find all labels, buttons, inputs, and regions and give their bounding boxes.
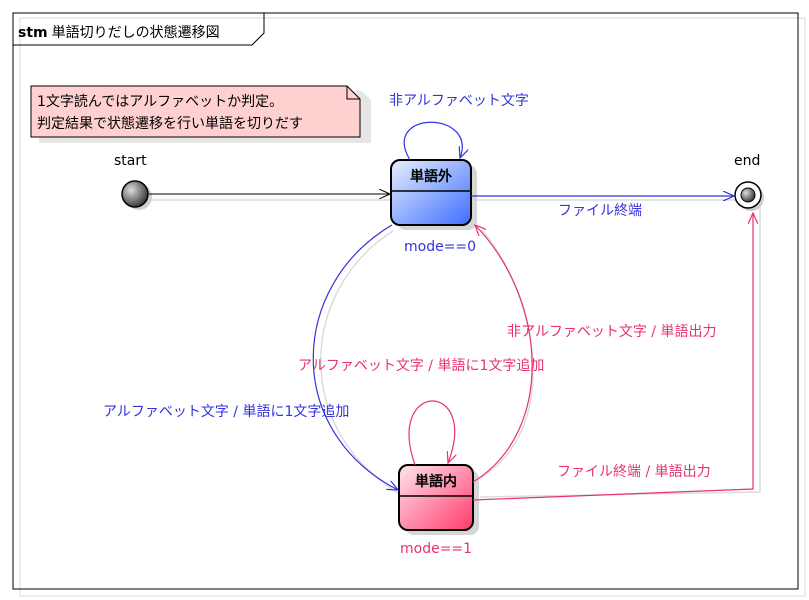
arrow-out-to-in (312, 224, 398, 490)
state-in-name: 単語内 (415, 474, 457, 490)
label-in-to-end: ファイル終端 / 単語出力 (557, 464, 711, 480)
state-out-name: 単語外 (410, 169, 452, 185)
note-line-2: 判定結果で状態遷移を行い単語を切りだす (37, 116, 303, 132)
frame-title-tab (13, 13, 265, 46)
state-out-guard: mode==0 (404, 239, 477, 255)
state-in-guard: mode==1 (400, 541, 473, 557)
frame-keyword: stm (18, 25, 48, 41)
note-fold (346, 86, 360, 100)
start-label: start (114, 153, 147, 169)
note-box (30, 85, 361, 138)
state-out-box (390, 159, 472, 226)
end-node-inner (740, 187, 756, 203)
label-out-to-end: ファイル終端 (558, 203, 642, 219)
label-self-in: アルファベット文字 / 単語に1文字追加 (298, 358, 545, 374)
start-node (121, 180, 149, 208)
diagram-frame (12, 12, 799, 590)
note-text: 1文字読んではアルファベットか判定。 判定結果で状態遷移を行い単語を切りだす (37, 91, 303, 135)
label-in-to-out: 非アルファベット文字 / 単語出力 (507, 324, 717, 340)
label-self-out: 非アルファベット文字 (389, 93, 529, 109)
arrow-self-out (403, 121, 462, 161)
arrow-in-to-end (472, 213, 753, 501)
arrow-in-to-out (472, 225, 533, 483)
note-line-1: 1文字読んではアルファベットか判定。 (37, 94, 284, 110)
label-out-to-in: アルファベット文字 / 単語に1文字追加 (103, 404, 350, 420)
frame-shadow (19, 17, 806, 597)
end-label: end (734, 153, 761, 169)
state-in-box (398, 464, 474, 531)
frame-title-text: 単語切りだしの状態遷移図 (51, 25, 220, 41)
arrow-self-in (408, 400, 455, 466)
